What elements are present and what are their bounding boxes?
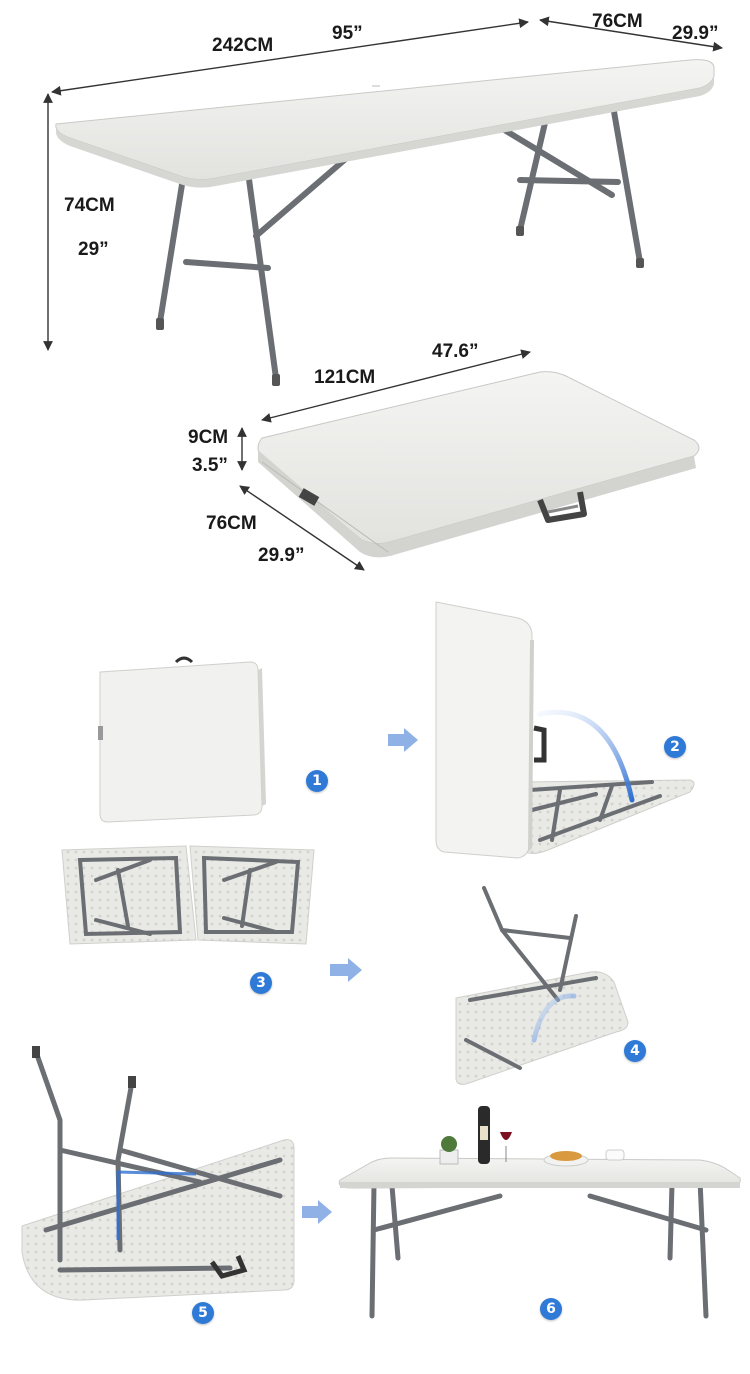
folded-width-cm-label: 76CM <box>206 513 257 534</box>
assembled-length-cm-label: 242CM <box>212 35 274 56</box>
folded-thickness-cm-label: 9CM <box>188 427 229 448</box>
folded-width-in-label: 29.9” <box>258 545 305 566</box>
step-arrow-icon <box>302 1200 332 1224</box>
height-cm-label: 74CM <box>64 195 115 216</box>
step-badge-1: 1 <box>306 770 328 792</box>
step-5-image <box>21 1046 295 1301</box>
width-in-label: 29.9” <box>672 23 719 44</box>
carry-handle-icon <box>537 491 587 523</box>
step-badge-4: 4 <box>624 1040 646 1062</box>
step-arrow-icon <box>388 728 418 752</box>
step-2-image <box>435 601 695 859</box>
folded-table <box>237 349 700 571</box>
rotation-arc-icon <box>537 709 635 803</box>
step-6-image <box>338 1106 741 1319</box>
step-1-image <box>98 656 266 823</box>
assembled-table <box>43 16 723 386</box>
step-badge-2: 2 <box>664 736 686 758</box>
step-badge-3: 3 <box>250 972 272 994</box>
rotation-arc-icon <box>116 1170 197 1240</box>
step-4-image <box>455 886 629 1085</box>
step-3-image <box>61 845 315 945</box>
step-arrow-icon <box>330 958 362 982</box>
height-in-label: 29” <box>78 239 109 260</box>
folded-length-cm-label: 121CM <box>314 367 376 388</box>
folded-length-in-label: 47.6” <box>432 341 479 362</box>
folded-thickness-in-label: 3.5” <box>192 455 228 476</box>
assembled-length-in-label: 95” <box>332 23 363 44</box>
step-badge-6: 6 <box>540 1298 562 1320</box>
step-badge-5: 5 <box>192 1302 214 1324</box>
width-cm-label: 76CM <box>592 11 643 32</box>
rotation-arc-icon <box>531 993 577 1043</box>
